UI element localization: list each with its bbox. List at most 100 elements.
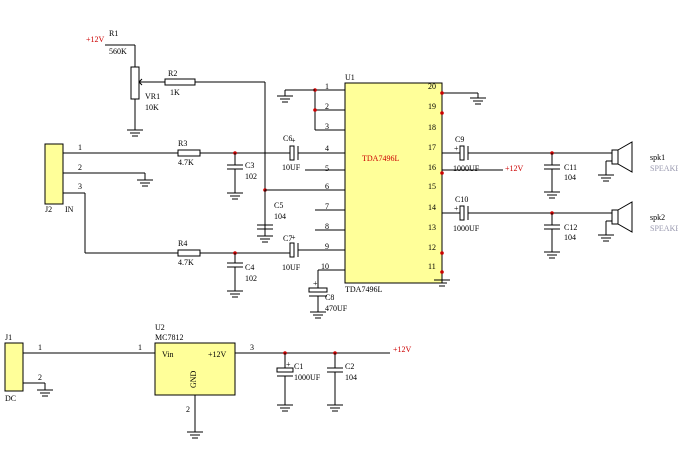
spk1-sub: SPEAKER <box>650 164 678 173</box>
ground-symbol-c8 <box>310 311 326 319</box>
ground-symbol-c2 <box>327 404 343 412</box>
svg-text:+: + <box>291 136 296 145</box>
u1-pin-19: 19 <box>428 102 436 111</box>
u1-pin-6: 6 <box>325 182 329 191</box>
c4-value: 102 <box>245 274 257 283</box>
j1-pin-2: 2 <box>38 373 42 382</box>
u1-pin-1: 1 <box>325 82 329 91</box>
c9-capacitor <box>459 145 465 161</box>
ground-symbol-vr1 <box>127 129 143 137</box>
ground-symbol-spk2 <box>598 234 614 242</box>
ground-symbol-c4 <box>227 290 243 298</box>
spk2-sub: SPEAKER2 <box>650 224 678 233</box>
c10-ref: C10 <box>455 195 468 204</box>
u1-ref: U1 <box>345 73 355 82</box>
svg-text:+: + <box>313 279 318 288</box>
c10-capacitor <box>459 205 465 221</box>
speaker-icon-spk1 <box>611 141 633 173</box>
c10-value: 1000UF <box>453 224 480 233</box>
j2-pin-1: 1 <box>78 143 82 152</box>
c11-value: 104 <box>564 173 576 182</box>
ground-symbol-c12 <box>544 251 560 259</box>
ground-symbol-c1 <box>277 404 293 412</box>
c6-capacitor <box>289 145 295 161</box>
r3-value: 4.7K <box>178 158 194 167</box>
u1-pin-10: 10 <box>321 262 329 271</box>
u1-pin-18: 18 <box>428 123 436 132</box>
u1-pin-14: 14 <box>428 203 436 212</box>
c1-capacitor <box>276 367 294 373</box>
pin16-power-label: +12V <box>505 164 524 173</box>
u1-pin-17: 17 <box>428 143 436 152</box>
u2-ref: U2 <box>155 323 165 332</box>
u2-pin-out: 3 <box>250 343 254 352</box>
u2-pin-in: 1 <box>138 343 142 352</box>
u1-pin-8: 8 <box>325 222 329 231</box>
ground-symbol-j2 <box>137 179 153 187</box>
u1-pin-15: 15 <box>428 182 436 191</box>
r4-value: 4.7K <box>178 258 194 267</box>
ground-symbol-u1-right-bottom <box>434 279 450 287</box>
c8-capacitor <box>308 287 328 293</box>
j1-pin-1: 1 <box>38 343 42 352</box>
svg-text:+: + <box>454 144 459 153</box>
svg-text:+: + <box>286 360 291 369</box>
u1-pin-13: 13 <box>428 223 436 232</box>
u2-regulator <box>154 342 236 396</box>
j1-ref: J1 <box>5 333 12 342</box>
c12-ref: C12 <box>564 223 577 232</box>
u2-gnd: GND <box>189 370 198 388</box>
c2-value: 104 <box>345 373 357 382</box>
ground-symbol-spk1 <box>598 174 614 182</box>
u2-vin: Vin <box>162 350 174 359</box>
spk1-ref: spk1 <box>650 153 665 162</box>
u1-pin-2: 2 <box>325 102 329 111</box>
svg-text:+: + <box>291 233 296 242</box>
r2-value: 1K <box>170 88 180 97</box>
vr1-wiper-arrow <box>138 78 146 86</box>
r2-ref: R2 <box>168 69 177 78</box>
c4-ref: C4 <box>245 263 254 272</box>
svg-text:+: + <box>454 204 459 213</box>
c7-capacitor <box>289 242 295 258</box>
u1-pin-12: 12 <box>428 243 436 252</box>
j2-connector <box>44 143 64 205</box>
c1-value: 1000UF <box>294 373 321 382</box>
ground-symbol-u2 <box>187 431 203 439</box>
j1-name: DC <box>5 394 16 403</box>
vr1-value: 10K <box>145 103 159 112</box>
vr1-potentiometer <box>130 66 140 100</box>
ground-symbol-j1 <box>37 389 53 397</box>
r3-resistor <box>177 149 201 157</box>
c3-value: 102 <box>245 172 257 181</box>
c5-value: 104 <box>274 212 286 221</box>
c11-ref: C11 <box>564 163 577 172</box>
r3-ref: R3 <box>178 139 187 148</box>
c9-value: 1000UF <box>453 164 480 173</box>
u1-pin-5: 5 <box>325 164 329 173</box>
c6-ref: C6 <box>283 134 292 143</box>
u1-pin-11: 11 <box>428 262 436 271</box>
ground-symbol-u1-left <box>277 95 293 103</box>
u1-pin-3: 3 <box>325 122 329 131</box>
u1-pin-9: 9 <box>325 242 329 251</box>
u2-vout: +12V <box>208 350 227 359</box>
c7-value: 10UF <box>282 263 301 272</box>
u1-chip <box>344 82 443 284</box>
vr1-ref: VR1 <box>145 92 160 101</box>
speaker-icon-spk2 <box>611 201 633 233</box>
u1-pin-20: 20 <box>428 82 436 91</box>
u2-part: MC7812 <box>155 333 183 342</box>
u1-left-pin-stubs <box>315 89 345 231</box>
c12-value: 104 <box>564 233 576 242</box>
j2-pin-3: 3 <box>78 182 82 191</box>
spk2-ref: spk2 <box>650 213 665 222</box>
u1-name: TDA7496L <box>362 154 399 163</box>
u2-power-label: +12V <box>393 345 412 354</box>
r2-resistor <box>164 78 196 86</box>
u1-pin-4: 4 <box>325 144 329 153</box>
c8-value: 470UF <box>325 304 348 313</box>
c9-ref: C9 <box>455 135 464 144</box>
